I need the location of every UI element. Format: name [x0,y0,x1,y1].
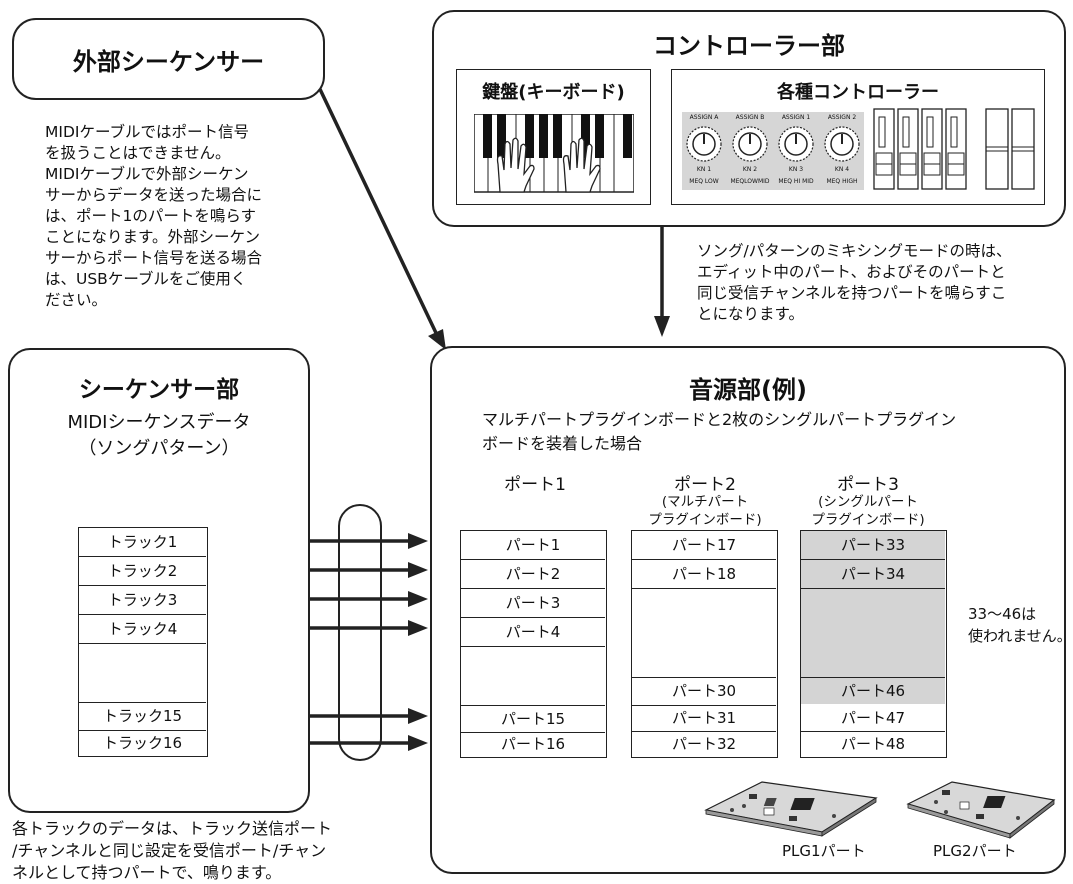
part-cell: パート17 [632,531,776,560]
port2-sub1: (マルチパート [661,494,749,510]
part-cell: パート16 [500,735,566,753]
port2-column: パート17 パート18 パート30 パート31 パート32 [631,530,778,758]
table-row: トラック4 [79,615,206,644]
controller-box: コントローラー部 鍵盤(キーボード) 各種コントロー [432,10,1066,227]
keyboard-illustration [474,114,634,193]
table-row: トラック15 [79,702,206,731]
controller-note: ソング/パターンのミキシングモードの時は、エディット中のパート、およびそのパート… [697,242,1012,323]
external-sequencer-title: 外部シーケンサー [72,48,265,76]
port1-column: パート1 パート2 パート3 パート4 パート15 パート16 [460,530,607,758]
midi-arrow [316,84,439,336]
sequencer-subtitle-1: MIDIシーケンスデータ [67,412,251,433]
controller-title: コントローラー部 [653,32,845,60]
part-cell: パート30 [632,677,776,706]
knob-2: ASSIGN B KN 2 MEQLOWMID [730,114,770,185]
knob-3: ASSIGN 1 KN 3 MEQ HI MID [778,114,814,185]
part-cell: パート15 [461,705,605,733]
part-cell: パート47 [801,705,945,732]
part-cell: パート46 [801,677,945,706]
tone-generator-title: 音源部(例) [689,376,807,404]
controllers-panel: 各種コントローラー ASSIGN A KN 1 MEQ LOW ASSIGN B… [671,69,1045,205]
port3-column: パート33 パート34 パート46 パート47 パート48 [800,530,947,758]
knob-4: ASSIGN 2 KN 4 MEQ HIGH [824,114,860,185]
knob-panel: ASSIGN A KN 1 MEQ LOW ASSIGN B KN 2 MEQL… [682,112,864,190]
part-cell: パート31 [632,705,776,732]
part-cell: パート4 [461,618,605,647]
midi-arrowhead [428,329,446,350]
plg1-label: PLG1パート [782,842,866,860]
keyboard-label: 鍵盤(キーボード) [482,82,625,103]
part-cell: パート32 [671,735,737,753]
port2-sub2: プラグインボード) [648,512,762,528]
unused-note: 33〜46は 使われません。 [968,605,1072,645]
knob-1: ASSIGN A KN 1 MEQ LOW [682,112,726,190]
slider-group [873,108,1035,190]
part-cell: パート2 [461,560,605,589]
port3-sub1: (シングルパート [818,494,918,510]
part-cell: パート48 [801,732,945,757]
controllers-label: 各種コントローラー [777,82,939,103]
controller-arrowhead [654,316,670,337]
table-row: トラック16 [102,734,183,752]
part-cell: パート3 [461,589,605,618]
port2-header: ポート2 [674,475,736,495]
sequencer-title: シーケンサー部 [78,377,240,403]
port1-header: ポート1 [504,475,566,495]
port3-sub2: プラグインボード) [811,512,925,528]
plugin-board-1-illustration [704,781,878,837]
keyboard-panel: 鍵盤(キーボード) [456,69,651,205]
part-cell: パート33 [801,531,945,560]
table-row: トラック3 [79,586,206,615]
table-row: トラック2 [79,557,206,586]
track-bus [338,504,382,761]
tone-generator-desc: マルチパートプラグインボードと2枚のシングルパートプラグインボードを装着した場合 [482,410,957,453]
track-table: トラック1 トラック2 トラック3 トラック4 トラック15 トラック16 [78,527,208,757]
part-cell: パート18 [632,560,776,589]
external-sequencer-box: 外部シーケンサー [12,18,325,100]
sequencer-subtitle-2: （ソングパターン） [78,438,240,459]
plugin-board-2-illustration [906,781,1056,839]
part-cell: パート34 [801,560,945,589]
bottom-note: 各トラックのデータは、トラック送信ポート/チャンネルと同じ設定を受信ポート/チャ… [12,819,333,882]
port3-header: ポート3 [837,475,899,495]
table-row: トラック1 [79,528,206,557]
external-sequencer-note: MIDIケーブルではポート信号を扱うことはできません。 MIDIケーブルで外部シ… [45,123,263,309]
plg2-label: PLG2パート [933,842,1017,860]
part-cell: パート1 [461,531,605,560]
